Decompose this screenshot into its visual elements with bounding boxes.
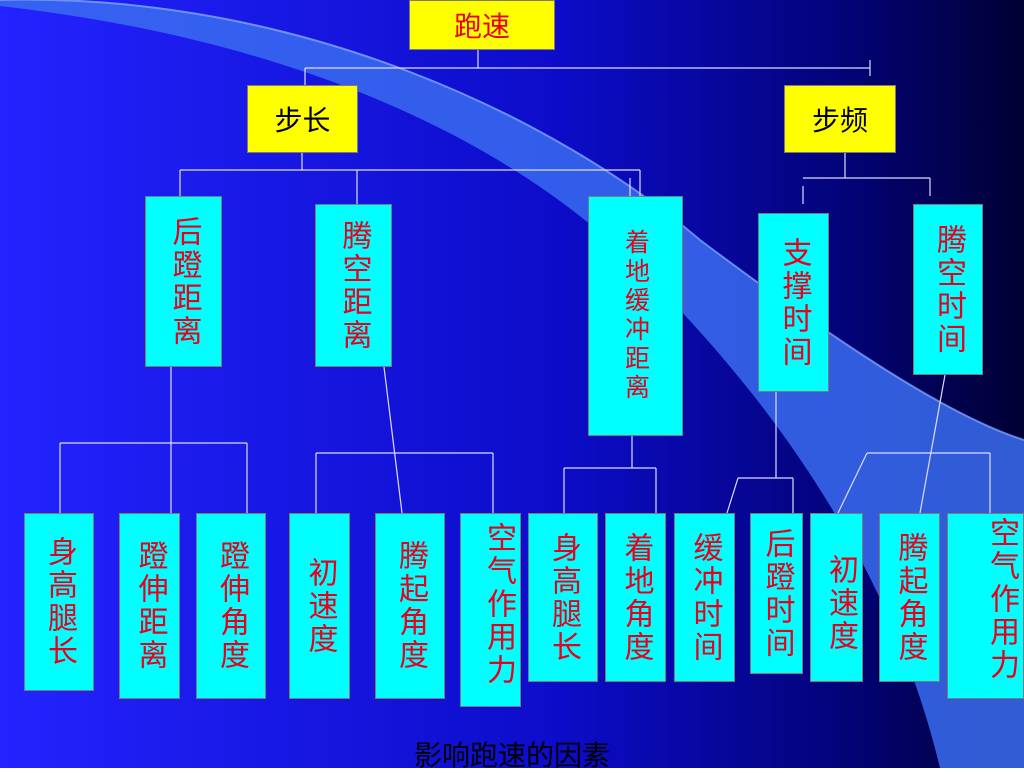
factor-node: 缓冲时间 bbox=[674, 513, 735, 682]
factor-node: 身高腿长 bbox=[528, 513, 598, 682]
root-label: 跑速 bbox=[453, 10, 510, 43]
factor-node: 蹬伸距离 bbox=[119, 513, 180, 699]
factor-node: 蹬伸角度 bbox=[196, 513, 266, 699]
factor-node: 身高腿长 bbox=[24, 513, 94, 691]
push-off-distance-label: 后蹬距离 bbox=[166, 215, 202, 348]
factor-label: 着地角度 bbox=[618, 531, 654, 664]
factor-node: 腾起角度 bbox=[375, 513, 445, 699]
stride-frequency-label: 步频 bbox=[811, 104, 868, 137]
flight-time-label: 腾空时间 bbox=[931, 223, 966, 356]
stride-length-node: 步长 bbox=[247, 85, 358, 153]
flight-distance-node: 腾空距离 bbox=[315, 204, 392, 367]
factor-label: 空气作用力 bbox=[984, 516, 1019, 682]
factor-label: 空气作用力 bbox=[481, 521, 516, 687]
factor-node: 空气作用力 bbox=[460, 513, 521, 707]
factor-label: 初速度 bbox=[302, 556, 338, 656]
factor-label: 蹬伸角度 bbox=[214, 540, 249, 672]
factor-node: 初速度 bbox=[810, 513, 863, 682]
landing-buffer-distance-node: 着地缓冲距离 bbox=[588, 196, 683, 436]
factor-node: 空气作用力 bbox=[947, 513, 1024, 699]
flight-time-node: 腾空时间 bbox=[913, 204, 983, 375]
stride-frequency-node: 步频 bbox=[784, 85, 896, 153]
factor-label: 身高腿长 bbox=[42, 536, 77, 668]
support-time-label: 支撑时间 bbox=[776, 236, 812, 369]
stride-length-label: 步长 bbox=[274, 104, 331, 137]
slide-caption: 影响跑速的因素 bbox=[413, 739, 610, 772]
root-node: 跑速 bbox=[409, 0, 555, 50]
factor-label: 身高腿长 bbox=[546, 531, 581, 664]
support-time-node: 支撑时间 bbox=[758, 213, 829, 392]
push-off-distance-node: 后蹬距离 bbox=[145, 196, 222, 367]
factor-label: 后蹬时间 bbox=[759, 527, 795, 660]
factor-node: 初速度 bbox=[289, 513, 350, 699]
landing-buffer-distance-label: 着地缓冲距离 bbox=[621, 229, 651, 403]
factor-node: 后蹬时间 bbox=[750, 513, 803, 674]
flight-distance-label: 腾空距离 bbox=[336, 219, 372, 352]
factor-label: 缓冲时间 bbox=[687, 531, 723, 664]
factor-label: 蹬伸距离 bbox=[132, 540, 168, 672]
factor-label: 腾起角度 bbox=[393, 540, 428, 672]
factor-label: 初速度 bbox=[823, 554, 858, 653]
factor-node: 着地角度 bbox=[605, 513, 666, 682]
factor-node: 腾起角度 bbox=[879, 513, 940, 682]
factor-label: 腾起角度 bbox=[892, 531, 928, 664]
